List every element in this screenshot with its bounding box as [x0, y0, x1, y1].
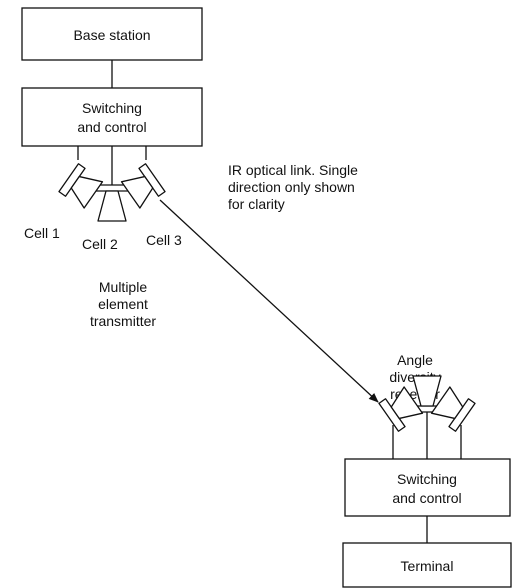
link-note-line3: for clarity	[228, 196, 285, 212]
cell1-label: Cell 1	[24, 225, 60, 241]
base-station-box: Base station	[21, 7, 203, 61]
cell1-emitter-icon	[58, 163, 104, 209]
terminal-box: Terminal	[342, 542, 512, 588]
rx-switch-label-line2: and control	[392, 490, 461, 506]
rx-center-detector-icon	[412, 375, 442, 407]
rx-switching-control-box: Switching and control	[344, 458, 511, 517]
rx-connector-lines	[392, 412, 462, 459]
tx-switch-label-line1: Switching	[82, 100, 142, 116]
cell2-emitter-icon	[97, 190, 127, 222]
cell2-label: Cell 2	[82, 236, 118, 252]
link-note-line2: direction only shown	[228, 179, 355, 195]
link-note-line1: IR optical link. Single	[228, 162, 358, 178]
ir-optical-link-arrow	[159, 199, 379, 403]
multiple-element-transmitter	[58, 163, 166, 222]
tx-connector-lines	[77, 146, 147, 186]
angle-diversity-receiver	[378, 375, 476, 432]
transmitter-caption-line1: Multiple	[99, 279, 147, 295]
cell3-emitter-icon	[120, 163, 166, 209]
link-note: IR optical link. Single direction only s…	[228, 162, 358, 212]
rx-right-detector-icon	[430, 386, 476, 432]
terminal-label: Terminal	[401, 558, 454, 574]
base-station-label: Base station	[73, 27, 150, 43]
tx-switch-label-line2: and control	[77, 119, 146, 135]
receiver-caption-line1: Angle	[397, 352, 433, 368]
transmitter-caption-line2: element	[98, 296, 148, 312]
rx-left-detector-icon	[378, 386, 424, 432]
rx-switch-label-line1: Switching	[397, 471, 457, 487]
tx-switching-control-box: Switching and control	[21, 87, 203, 147]
cell3-label: Cell 3	[146, 232, 182, 248]
transmitter-caption: Multiple element transmitter	[90, 279, 156, 329]
transmitter-caption-line3: transmitter	[90, 313, 156, 329]
